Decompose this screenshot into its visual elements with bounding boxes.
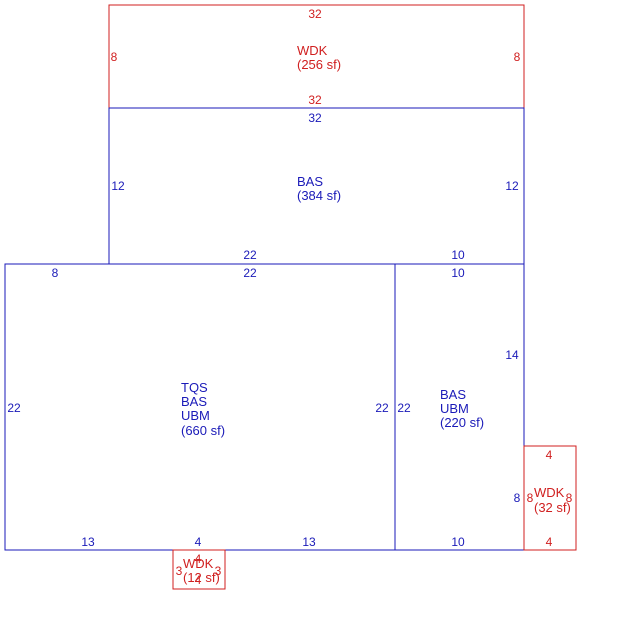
right-dim-top: 10 [451, 266, 465, 280]
wdk-top-dim-right: 8 [514, 50, 521, 64]
bas-top-dim-left: 12 [111, 179, 125, 193]
main-dim-bottom-c: 13 [302, 535, 316, 549]
wdk-small-dim-bottom: 4 [195, 573, 202, 587]
bas-top-code: BAS [297, 174, 323, 189]
main-code-1: TQS [181, 380, 208, 395]
wdk-small-dim-top: 4 [195, 552, 202, 566]
wdk-top-dim-bottom: 32 [308, 93, 322, 107]
wdk-top-dim-top: 32 [308, 7, 322, 21]
wdk-small-outline [172, 549, 226, 590]
right-area-outline [394, 263, 525, 551]
main-code-3: UBM [181, 408, 210, 423]
right-dim-bottom: 10 [451, 535, 465, 549]
wdk-top-code: WDK [297, 43, 328, 58]
bas-top-area: (384 sf) [297, 188, 341, 203]
wdk-right-dim-bottom: 4 [546, 535, 553, 549]
right-dim-right-upper: 14 [505, 348, 519, 362]
bas-top-dim-bottom-b: 10 [451, 248, 465, 262]
right-dim-left: 22 [397, 401, 411, 415]
wdk-small-code: WDK [183, 556, 214, 571]
main-code-2: BAS [181, 394, 207, 409]
main-dim-bottom-a: 13 [81, 535, 95, 549]
wdk-right-dim-left: 8 [527, 491, 534, 505]
wdk-top-area: (256 sf) [297, 57, 341, 72]
right-dim-right-lower: 8 [514, 491, 521, 505]
bas-top-dim-right: 12 [505, 179, 519, 193]
main-dim-left: 22 [7, 401, 21, 415]
main-dim-top-mid: 22 [243, 266, 257, 280]
wdk-right-dim-top: 4 [546, 448, 553, 462]
main-dim-bottom-b: 4 [195, 535, 202, 549]
main-area: (660 sf) [181, 423, 225, 438]
wdk-right-dim-right: 8 [566, 491, 573, 505]
right-area: (220 sf) [440, 415, 484, 430]
wdk-small-dim-left: 3 [176, 564, 183, 578]
wdk-small-dim-right: 3 [215, 564, 222, 578]
main-dim-right: 22 [375, 401, 389, 415]
wdk-right-area: (32 sf) [534, 500, 571, 515]
bas-top-dim-bottom-a: 22 [243, 248, 257, 262]
main-dim-top-left: 8 [52, 266, 59, 280]
right-code-2: UBM [440, 401, 469, 416]
wdk-small-area: (12 sf) [183, 570, 220, 585]
wdk-right-code: WDK [534, 485, 565, 500]
wdk-top-dim-left: 8 [111, 50, 118, 64]
right-code-1: BAS [440, 387, 466, 402]
bas-top-dim-top: 32 [308, 111, 322, 125]
wdk-right-outline [523, 445, 577, 551]
